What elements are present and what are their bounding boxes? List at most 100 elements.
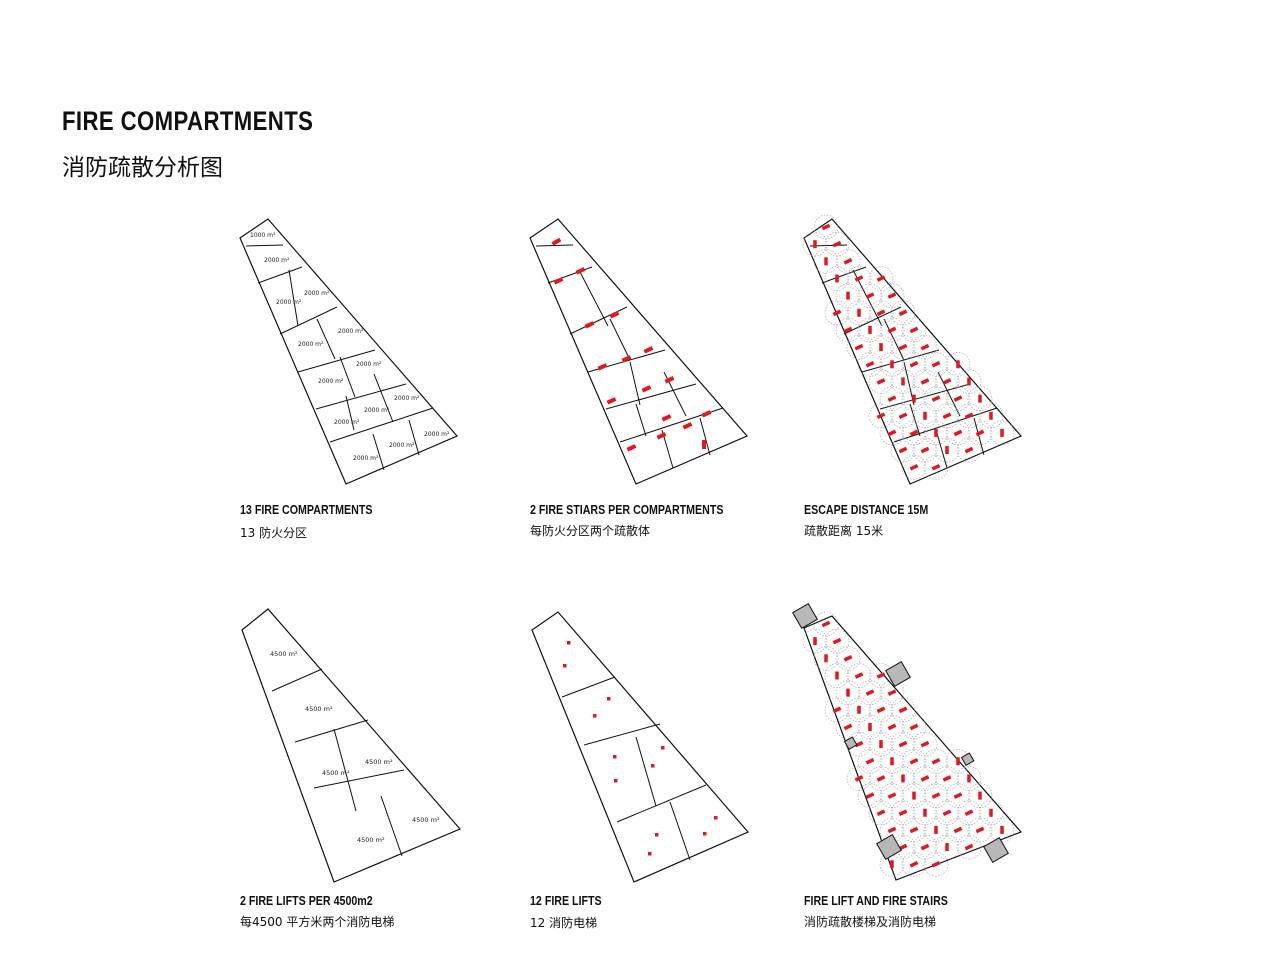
fire-lift [614,779,618,783]
fire-stair [920,740,930,748]
fire-stair [931,758,941,765]
area-label: 4500 m² [357,836,385,844]
fire-stair [934,825,938,834]
fire-stair [854,275,864,282]
fire-stair [813,240,817,249]
fire-stair [975,429,985,437]
fire-stair [1000,825,1004,834]
fire-lift [661,746,665,750]
fire-stair [1000,428,1004,437]
fire-stair [843,326,853,334]
fire-stair [953,826,963,834]
fire-lift [703,832,707,836]
fire-stair-markers [813,620,1004,869]
caption-12-fire-lifts-cn: 12 消防电梯 [530,916,598,930]
fire-lift [607,697,611,701]
fire-stair [821,620,831,628]
fire-stair [887,689,897,696]
fire-stair [813,637,817,646]
fire-stair [876,378,886,385]
fire-stair [909,463,919,471]
fire-stair [964,843,974,851]
fire-stair-markers [813,223,1004,471]
area-label: 4500 m² [365,758,393,766]
fire-stair [854,775,864,782]
fire-lift [563,664,567,668]
area-label: 2000 m² [318,378,344,385]
lift-core [960,752,975,767]
fire-stair [890,757,894,766]
fire-stair [931,463,941,471]
fire-stair [835,671,839,680]
fire-stair [920,843,930,851]
fire-stair [934,428,938,437]
fire-stair [832,309,842,317]
fire-stair [920,446,930,454]
escape-circle [901,851,927,877]
fire-stair [843,655,853,662]
area-label: 2000 m² [338,328,364,335]
fire-stair [609,311,620,319]
caption-escape-distance-cn: 疏散距离 15米 [804,524,884,538]
fire-stair [702,440,706,449]
fire-stair [597,363,608,371]
area-label: 4500 m² [322,769,350,777]
caption-lift-and-stairs: FIRE LIFT AND FIRE STAIRS [804,893,948,908]
fire-stair [876,309,886,317]
fire-stair [846,291,850,300]
fire-stair [909,326,919,334]
fire-stair [879,343,883,352]
fire-stair [901,774,905,783]
fire-lift [593,714,597,718]
caption-fire-stairs: 2 FIRE STIARS PER COMPARTMENTS [530,502,724,517]
area-label: 2000 m² [364,407,390,414]
fire-stair [865,792,875,799]
fire-stair [909,860,919,868]
fire-stair [898,412,908,420]
fire-stair [909,758,919,765]
area-label: 2000 m² [304,290,330,297]
fire-stair [898,446,908,454]
fire-stair [682,422,693,430]
fire-stair [887,395,897,402]
area-label: 2000 m² [394,395,420,402]
fire-stair [854,672,864,679]
fire-stair [887,792,897,799]
panel-lift-and-stairs [792,603,1023,881]
fire-stair [865,292,875,299]
fire-stair [953,792,963,799]
fire-stair [989,411,993,420]
caption-fire-stairs-cn: 每防火分区两个疏散体 [530,524,651,538]
fire-stair [942,775,952,782]
fire-stair [912,394,916,403]
fire-stair [945,843,949,852]
fire-stair [890,360,894,369]
fire-stair [956,360,960,369]
fire-stair [901,377,905,386]
fire-stair [942,809,952,817]
fire-stair [898,343,908,351]
fire-stair [643,346,654,354]
caption-escape-distance: ESCAPE DISTANCE 15M [804,502,929,517]
fire-lift [651,764,655,768]
area-label: 2000 m² [356,361,382,368]
fire-stair [909,826,919,834]
fire-stair [824,257,828,266]
fire-stair [898,809,908,817]
fire-stair [868,325,872,334]
fire-stair [865,689,875,696]
fire-stair [909,429,919,437]
fire-stair [978,791,982,800]
fire-stair [846,688,850,697]
caption-12-fire-lifts: 12 FIRE LIFTS [530,893,602,908]
area-label: 4500 m² [270,650,298,658]
fire-stair [887,326,897,334]
fire-stair [701,410,712,418]
fire-stair [898,309,908,317]
fire-stair [953,395,963,402]
fire-stair [832,637,842,645]
fire-stair [923,808,927,817]
fire-stair [923,411,927,420]
caption-lift-and-stairs-cn: 消防疏散楼梯及消防电梯 [804,915,937,929]
fire-stair [584,321,595,329]
